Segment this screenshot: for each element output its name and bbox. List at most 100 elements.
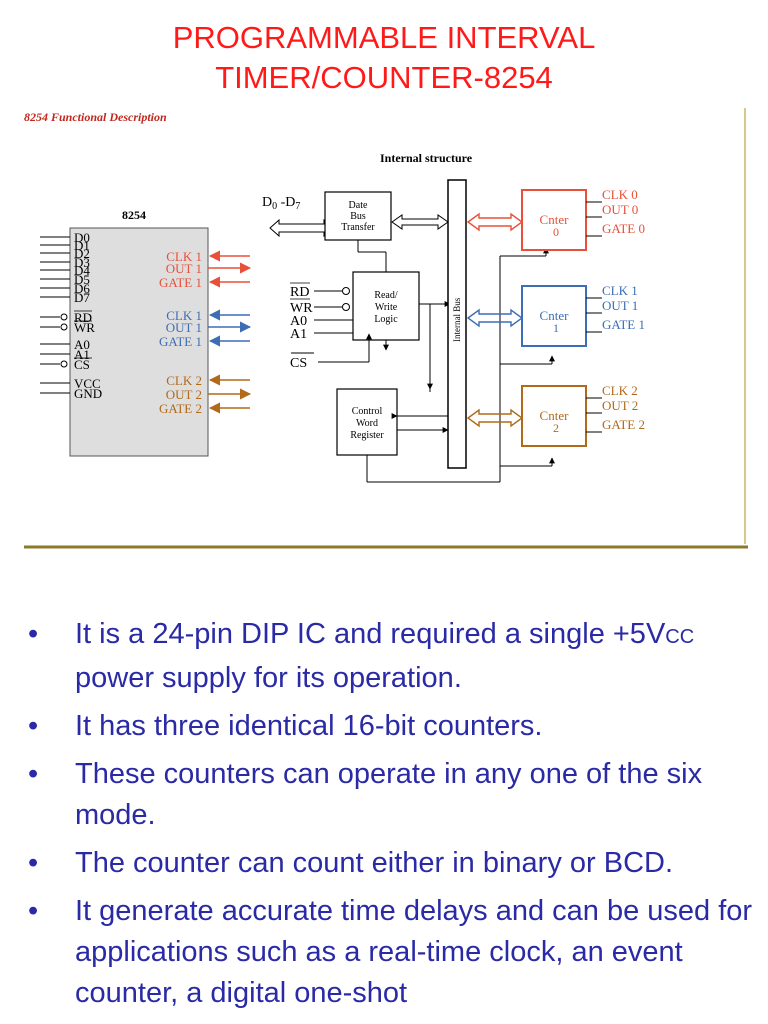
bullet-dot: • (28, 847, 39, 879)
svg-text:Cnter: Cnter (540, 308, 570, 323)
chip-pin-d2: D2 (40, 246, 90, 261)
chip-right-pin-5: GATE 1 (159, 334, 250, 349)
figure-caption: 8254 Functional Description (24, 110, 167, 124)
chip-label: 8254 (122, 208, 146, 222)
svg-text:GATE 2: GATE 2 (159, 401, 202, 416)
svg-text:1: 1 (553, 321, 559, 335)
svg-text:RD: RD (290, 285, 309, 300)
svg-text:D4: D4 (74, 263, 90, 278)
bullet-text: The counter can count either in binary o… (75, 847, 674, 879)
bullet-text: It is a 24-pin DIP IC and required a sin… (75, 618, 666, 650)
functional-description-figure: 8254 Functional Description Internal str… (24, 104, 748, 550)
svg-text:CLK 1: CLK 1 (602, 283, 638, 298)
rwl-input-rd: RD (290, 282, 350, 300)
bullet-text: These counters can operate in any one of… (75, 758, 703, 831)
chip-pin-gnd: GND (40, 386, 102, 401)
svg-text:GATE 1: GATE 1 (159, 334, 202, 349)
data-bus-transfer-block (324, 191, 392, 241)
bullet-text-tail: power supply for its operation. (75, 662, 462, 694)
svg-text:GATE 1: GATE 1 (602, 317, 645, 332)
chip-pin-d6: D6 (40, 281, 90, 296)
bullet-dot: • (28, 758, 39, 790)
chip-right-pin-6: CLK 2 (166, 373, 250, 388)
bullet-dot: • (28, 710, 39, 742)
svg-text:D0: D0 (74, 230, 90, 245)
svg-text:OUT 2: OUT 2 (602, 398, 638, 413)
bullet-dot: • (28, 618, 39, 650)
chip-pin-d1: D1 (40, 238, 90, 253)
svg-text:VCC: VCC (74, 376, 101, 391)
chip-pin-d4: D4 (40, 263, 90, 278)
bullet-list: • It is a 24-pin DIP IC and required a si… (28, 614, 758, 1021)
bullet-item: • It has three identical 16-bit counters. (28, 706, 758, 747)
svg-text:GATE 0: GATE 0 (602, 221, 645, 236)
block-diagram: 8254 Functional Description Internal str… (24, 108, 748, 549)
svg-text:2: 2 (553, 421, 559, 435)
svg-text:CS: CS (74, 357, 90, 372)
internal-bus (447, 179, 467, 469)
chip-right-pin-4: OUT 1 (166, 320, 252, 335)
svg-text:CLK 2: CLK 2 (166, 373, 202, 388)
svg-text:WR: WR (290, 301, 313, 316)
svg-text:A0: A0 (290, 314, 307, 329)
svg-text:D5: D5 (74, 272, 90, 287)
svg-text:GATE 2: GATE 2 (602, 417, 645, 432)
dbt-to-bus-arrow (391, 214, 449, 230)
chip-body (69, 227, 209, 457)
chip-pin-d7: D7 (40, 290, 90, 305)
svg-text:WR: WR (74, 320, 95, 335)
title-line-2: TIMER/COUNTER-8254 (215, 60, 553, 95)
svg-text:CLK 1: CLK 1 (166, 249, 202, 264)
svg-text:CLK 2: CLK 2 (602, 383, 638, 398)
svg-text:D7: D7 (74, 290, 90, 305)
control-word-register-block (336, 388, 398, 456)
svg-text:D2: D2 (74, 246, 90, 261)
svg-text:D3: D3 (74, 255, 90, 270)
cs-label: CS (290, 356, 307, 371)
chip-pin-d3: D3 (40, 255, 90, 270)
svg-text:OUT 1: OUT 1 (166, 261, 202, 276)
data-bus-label: D0 -D7 (262, 195, 300, 212)
chip-pin-d0: D0 (40, 230, 90, 245)
svg-text:OUT 0: OUT 0 (602, 202, 638, 217)
chip-pin-vcc: VCC (40, 376, 101, 391)
svg-text:OUT 1: OUT 1 (166, 320, 202, 335)
svg-text:A1: A1 (290, 327, 307, 342)
bullet-text: It has three identical 16-bit counters. (75, 710, 543, 742)
bullet-text: It generate accurate time delays and can… (75, 895, 753, 1009)
chip-right-pin-2: GATE 1 (159, 275, 250, 290)
internal-bus-label: Internal Bus (452, 297, 462, 342)
svg-text:GATE 1: GATE 1 (159, 275, 202, 290)
chip-pin-cs: CS (40, 357, 92, 372)
chip-right-pin-3: CLK 1 (166, 308, 250, 323)
chip-right-pin-7: OUT 2 (166, 387, 252, 402)
rwl-input-wr: WR (290, 298, 350, 316)
svg-text:Cnter: Cnter (540, 408, 570, 423)
chip-right-pin-0: CLK 1 (166, 249, 250, 264)
bullet-item: •It generate accurate time delays and ca… (28, 891, 758, 1014)
chip-pin-wr: WR (40, 320, 95, 335)
svg-text:D1: D1 (74, 238, 90, 253)
svg-text:Cnter: Cnter (540, 212, 570, 227)
bullet-item: • The counter can count either in binary … (28, 843, 758, 884)
internal-structure-title: Internal structure (380, 151, 473, 165)
chip-pin-d5: D5 (40, 272, 90, 287)
rwl-input-a1: A1 (290, 327, 353, 342)
svg-text:GND: GND (74, 386, 102, 401)
bullet-item: • These counters can operate in any one o… (28, 754, 758, 836)
svg-text:0: 0 (553, 225, 559, 239)
svg-text:CLK 0: CLK 0 (602, 187, 638, 202)
chip-right-pin-8: GATE 2 (159, 401, 250, 416)
bullet-subscript: CC (665, 626, 695, 648)
svg-text:OUT 2: OUT 2 (166, 387, 202, 402)
svg-text:OUT 1: OUT 1 (602, 298, 638, 313)
